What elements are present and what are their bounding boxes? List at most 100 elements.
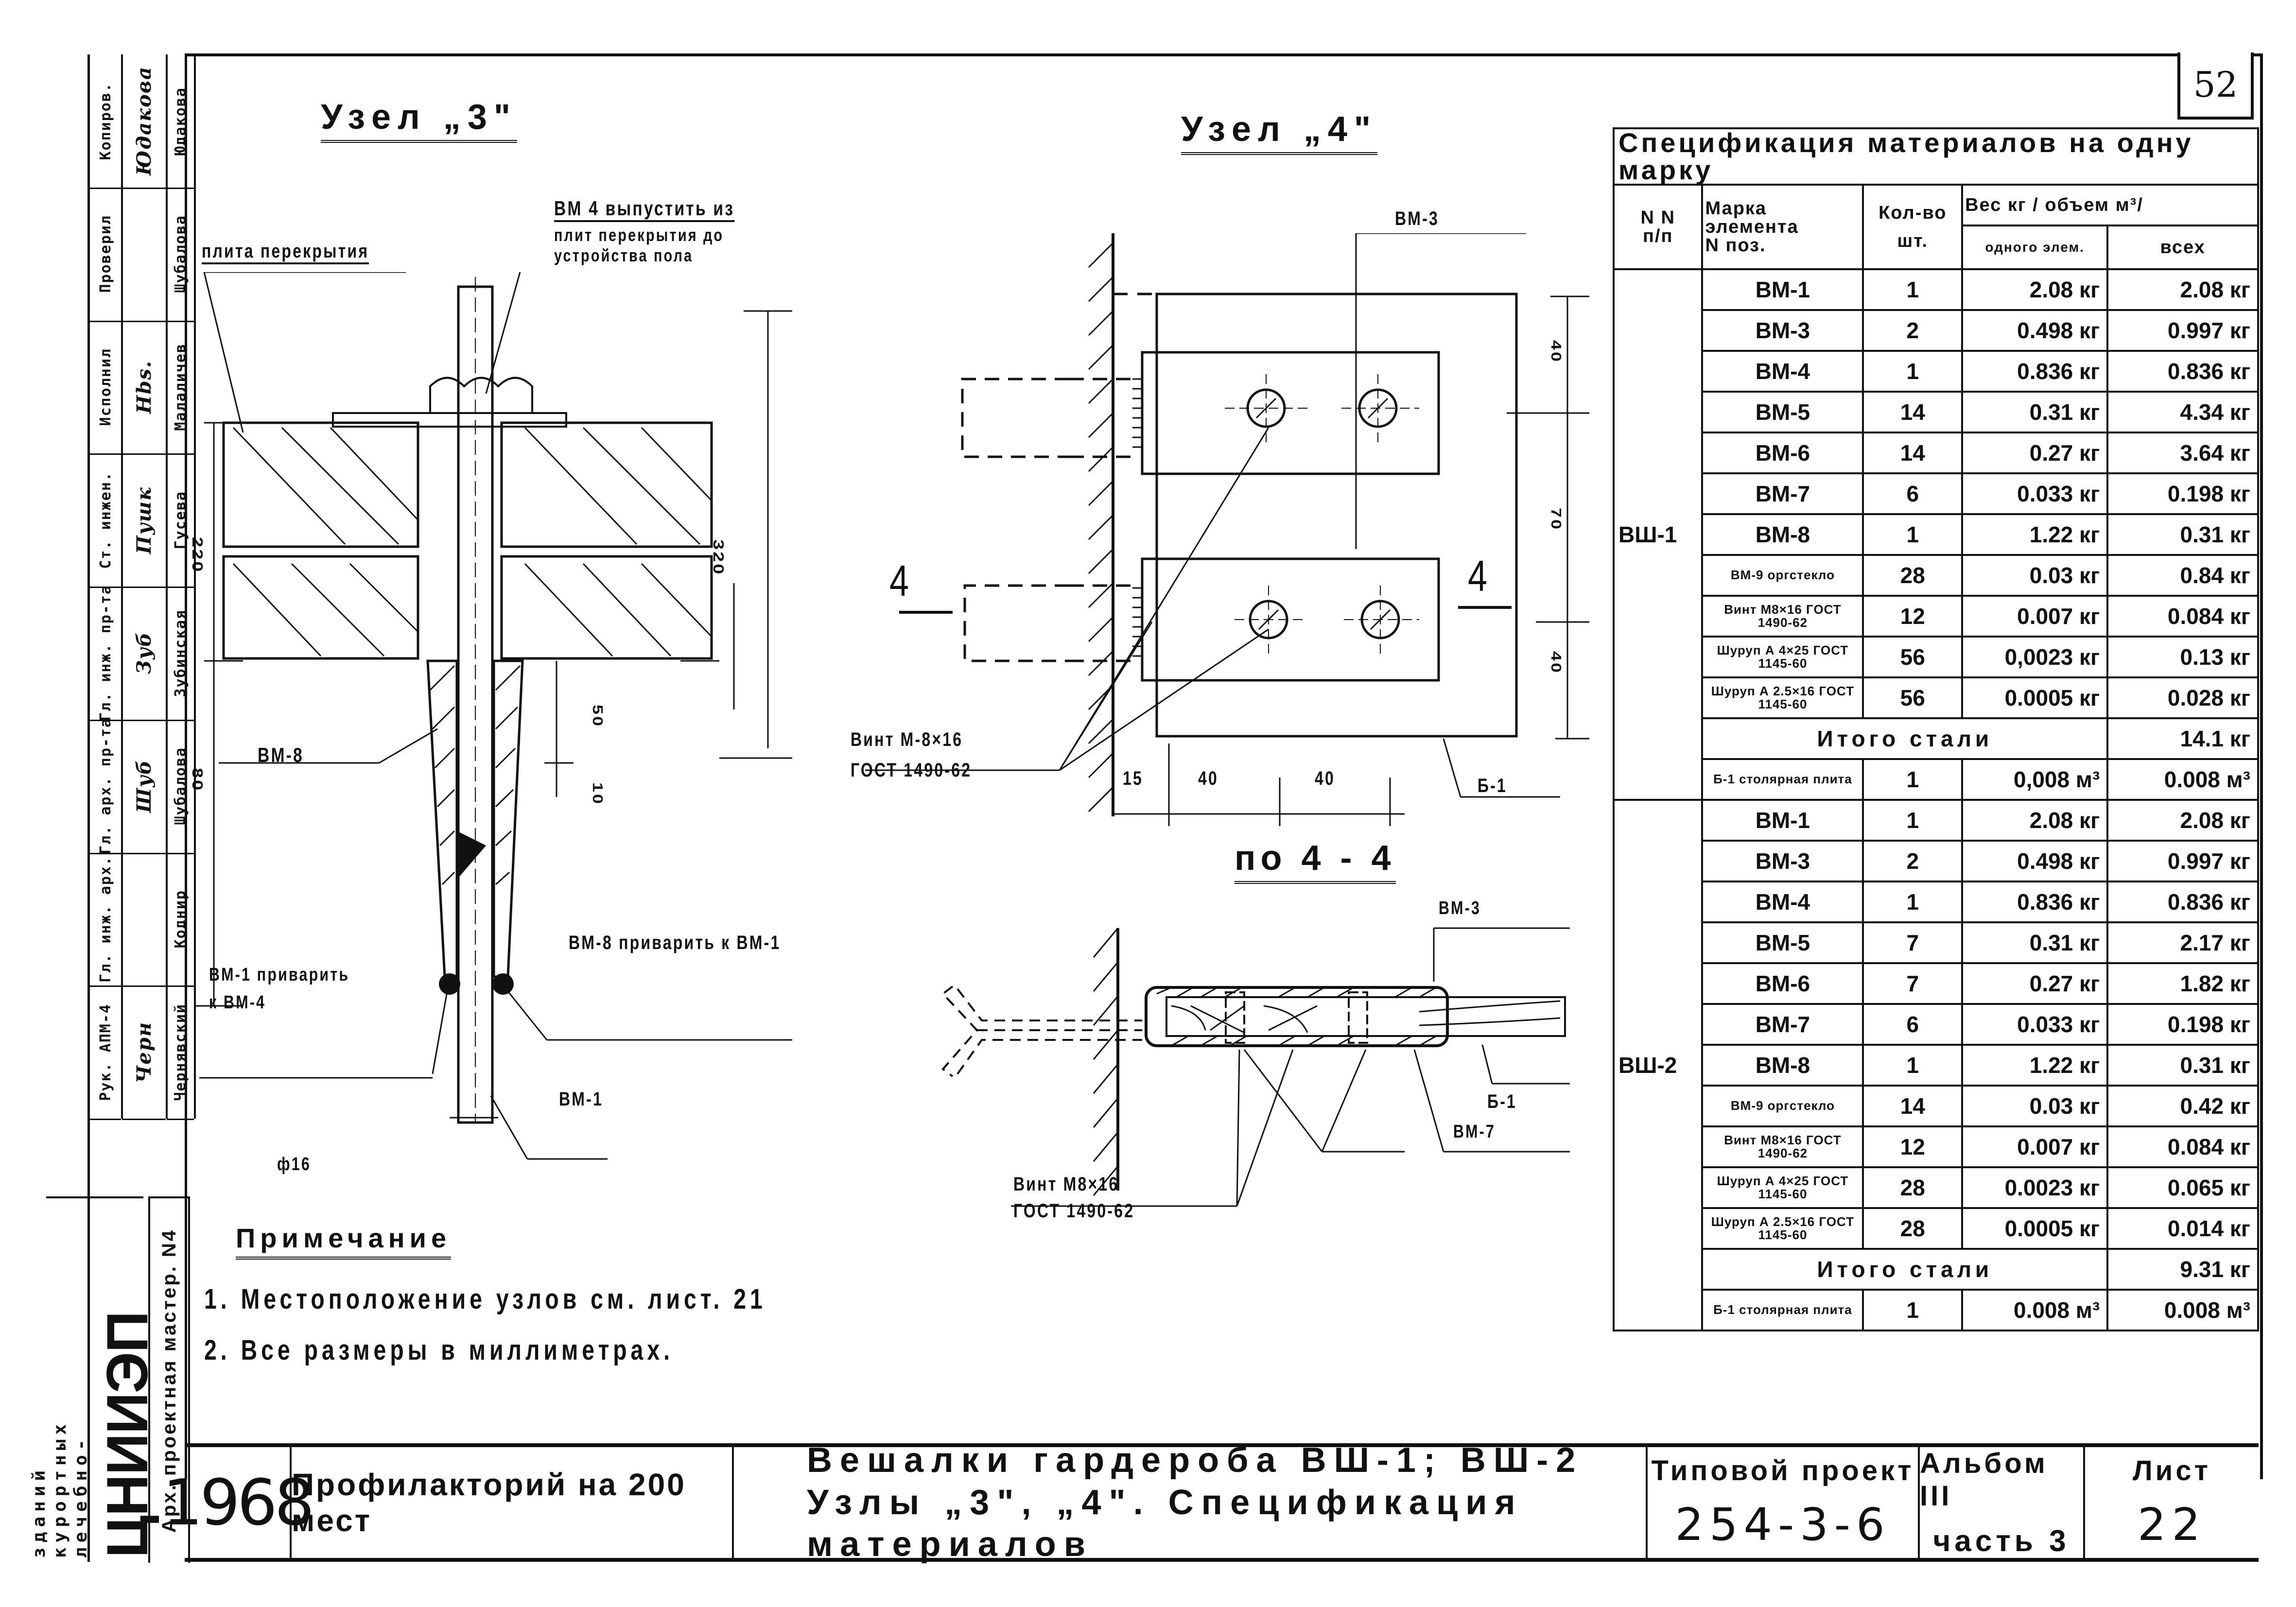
drawing-frame xyxy=(185,53,2263,1479)
spec-mark: ВМ-4 xyxy=(1701,350,1864,393)
dim-v40-top: 40 xyxy=(1548,340,1565,364)
spec-one: 0.0023 кг xyxy=(1961,1166,2109,1209)
screw-label-line: Винт М8×16 xyxy=(1013,1174,1119,1195)
spec-qty: 56 xyxy=(1862,676,1964,719)
stamp-signature-text: Юдакова xyxy=(132,66,156,176)
node4-title: Узел „4" xyxy=(1181,109,1378,155)
spec-mark: Винт М8×16 ГОСТ 1490-62 xyxy=(1701,1125,1864,1168)
spec-mark: Шуруп А 4×25 ГОСТ 1145-60 xyxy=(1701,1166,1864,1209)
dim-220: 220 xyxy=(189,537,206,574)
header-weight-one: одного элем. xyxy=(1961,225,2109,270)
spec-all: 0.198 кг xyxy=(2106,1003,2259,1046)
sheet-caption: Лист xyxy=(2132,1455,2211,1486)
stamp-role: Рук. АПМ-4 xyxy=(90,985,121,1120)
spec-all: 0.31 кг xyxy=(2106,513,2259,556)
spec-one: 0,0023 кг xyxy=(1961,636,2109,678)
org-subtitle-line: лечебно- xyxy=(70,1434,91,1558)
spec-mark: ВМ-1 xyxy=(1701,268,1864,311)
spec-all: 0.997 кг xyxy=(2106,309,2259,352)
stamp-role-text: Копиров. xyxy=(97,82,114,160)
spec-one: 0.31 кг xyxy=(1961,391,2109,433)
node3-drawing xyxy=(194,272,792,1160)
group-label: ВШ-2 xyxy=(1612,799,1704,1331)
spec-all: 0.42 кг xyxy=(2106,1085,2259,1127)
spec-mark: ВМ-5 xyxy=(1701,921,1864,964)
stamp-name: Юдакова xyxy=(167,54,194,189)
wood-mark: Б-1 столярная плита xyxy=(1701,1289,1864,1331)
node4-screw-label: Винт М-8×16 ГОСТ 1490-62 xyxy=(851,729,1002,781)
stamp-role-text: Гл. инж. пр-та xyxy=(97,587,114,721)
project-caption: Типовой проект xyxy=(1651,1455,1914,1486)
spec-qty: 14 xyxy=(1862,391,1964,433)
spec-mark: ВМ-7 xyxy=(1701,472,1864,515)
section44-bm7-label: ВМ-7 xyxy=(1453,1122,1496,1142)
stamp-name-text: Юдакова xyxy=(172,86,189,156)
section-mark-left: 4 xyxy=(889,557,911,605)
section44-b1-label: Б-1 xyxy=(1487,1091,1517,1112)
spec-mark: ВМ-6 xyxy=(1701,432,1864,474)
spec-qty: 28 xyxy=(1862,554,1964,597)
spec-all: 0.84 кг xyxy=(2106,554,2259,597)
dim-v70: 70 xyxy=(1548,508,1565,532)
page-number-box: 52 xyxy=(2177,52,2254,120)
bm8-label: ВМ-8 xyxy=(258,743,304,766)
spec-one: 0.27 кг xyxy=(1961,962,2109,1005)
title-block: 1968 Профилакторий на 200 мест Вешалки г… xyxy=(163,1441,2259,1564)
spec-one: 0.498 кг xyxy=(1961,309,2109,352)
sheet-title-line: Вешалки гардероба ВШ-1; ВШ-2 xyxy=(807,1441,1583,1480)
board-b1 xyxy=(1155,293,1518,738)
stamp-role-text: Исполнил xyxy=(97,348,114,426)
dim-10: 10 xyxy=(590,782,606,806)
spec-one: 0.03 кг xyxy=(1961,554,2109,597)
rod-bm1 xyxy=(457,277,494,1124)
stamp-name: Шубалова xyxy=(167,720,194,854)
bm1-label: ВМ-1 xyxy=(559,1089,604,1110)
notes-title: Примечание xyxy=(236,1222,452,1260)
spec-mark: ВМ-5 xyxy=(1701,391,1864,433)
spec-qty: 12 xyxy=(1862,595,1964,638)
stamp-role-text: Ст. инжен. xyxy=(97,471,114,569)
stamp-name: Зубинская xyxy=(167,587,194,721)
spec-one: 0.27 кг xyxy=(1961,432,2109,474)
stamp-signature xyxy=(122,853,166,987)
spec-mark: ВМ-8 xyxy=(1701,513,1864,556)
dim-h40-b: 40 xyxy=(1315,768,1335,789)
spec-qty: 6 xyxy=(1862,472,1964,515)
org-block: ЦНИИЭП лечебно- курортных зданий xyxy=(29,1196,160,1558)
bracket-plate-lower xyxy=(1141,557,1440,682)
spec-one: 0.03 кг xyxy=(1961,1085,2109,1127)
spec-one: 1.22 кг xyxy=(1961,513,2109,556)
stamp-name: Чернявский xyxy=(167,985,194,1120)
weld-combs xyxy=(1132,378,1142,657)
node4-bm3-label: ВМ-3 xyxy=(1395,208,1440,229)
screw-bm7 xyxy=(1225,991,1368,1044)
diameter-label: ф16 xyxy=(277,1154,312,1175)
stamp-signature: Пушк xyxy=(122,453,166,588)
node4-dimensions xyxy=(1113,295,1589,826)
weld-right xyxy=(492,973,514,995)
spec-mark: Шуруп А 2.5×16 ГОСТ 1145-60 xyxy=(1701,1207,1864,1250)
album-cell: Альбом III часть 3 xyxy=(1920,1447,2085,1558)
bracket-plate-upper xyxy=(1141,351,1440,475)
stamp-signature: Зуб xyxy=(122,587,166,721)
stamp-signature-text: Пушк xyxy=(132,486,156,554)
stamp-signature: Шуб xyxy=(122,720,166,854)
bm4-note-line: устройства пола xyxy=(554,245,694,265)
spec-one: 0.836 кг xyxy=(1961,350,2109,393)
stamp-signature: Черн xyxy=(122,985,166,1120)
slab-label: плита перекрытия xyxy=(202,241,369,264)
spec-qty: 7 xyxy=(1862,921,1964,964)
